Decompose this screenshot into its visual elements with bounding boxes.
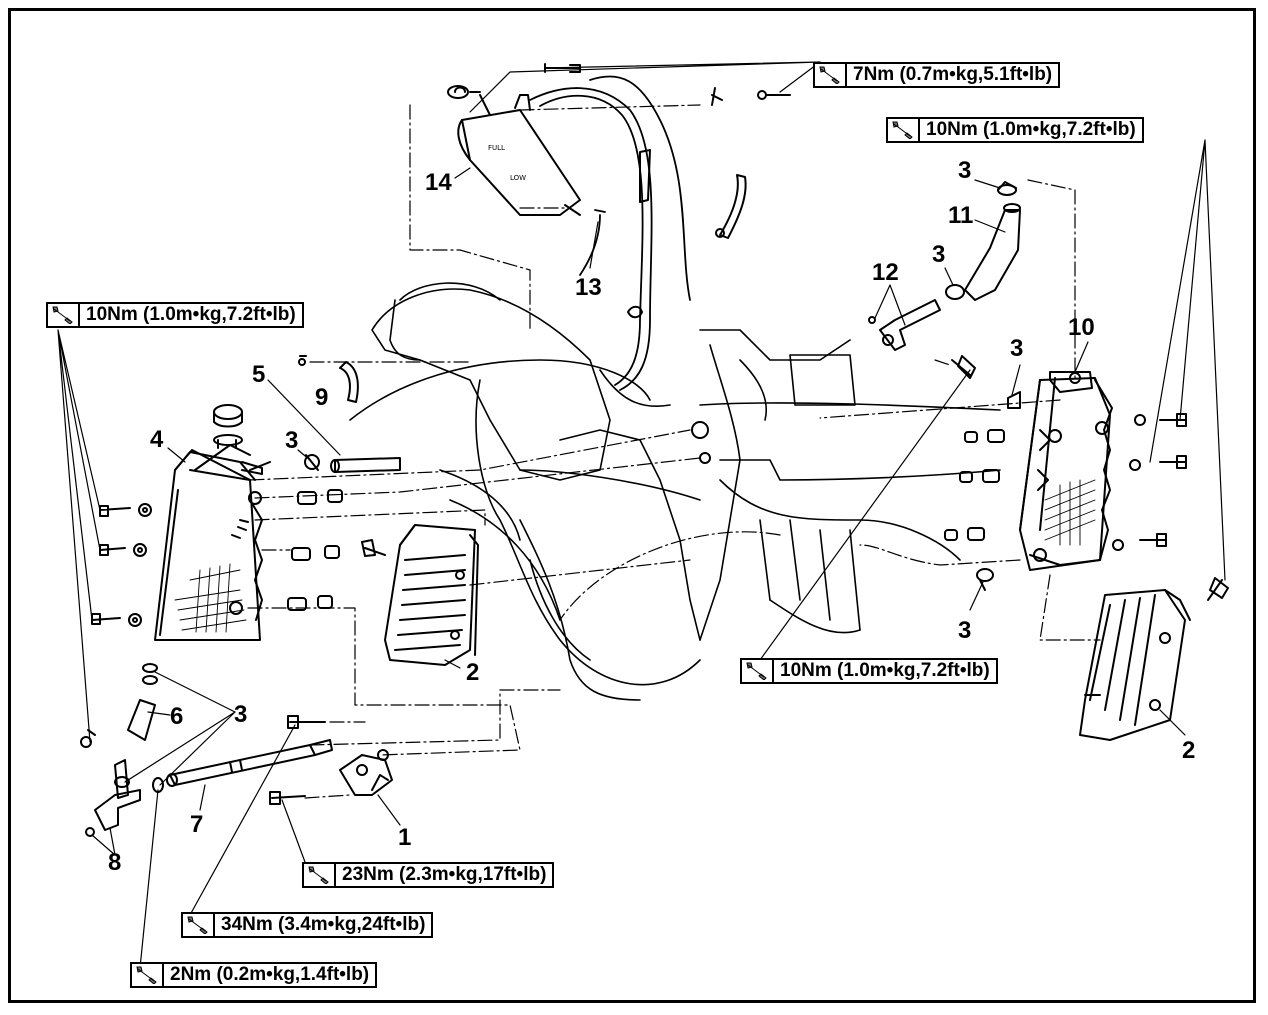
callout-2: 2 (1182, 737, 1195, 764)
frame-outline (349, 282, 1001, 701)
breather-hose-9 (298, 355, 359, 403)
torque-value: 34Nm (3.4m•kg,24ft•lb) (221, 914, 426, 935)
callout-11: 11 (948, 202, 973, 229)
callout-10: 10 (1068, 314, 1095, 341)
diagram-frame (8, 8, 1256, 1003)
left-radiator-guard (384, 524, 479, 666)
callout-3: 3 (958, 617, 971, 644)
water-pump-joint-8 (80, 729, 141, 837)
callout-3: 3 (932, 241, 945, 268)
radiator-core-hatch (174, 563, 247, 633)
coolant-reservoir-tank (447, 85, 581, 216)
torque-spec-box: 2Nm (0.2m•kg,1.4ft•lb) (130, 962, 378, 988)
wrench-icon (815, 64, 847, 86)
wrench-icon (888, 119, 920, 141)
callout-2: 2 (466, 659, 479, 686)
callout-5: 5 (252, 361, 265, 388)
wrench-icon (742, 660, 774, 682)
torque-spec-box: 34Nm (3.4m•kg,24ft•lb) (181, 912, 434, 938)
hose-clamp (114, 181, 1021, 793)
bracket-1 (339, 749, 393, 796)
callout-8: 8 (108, 849, 121, 876)
bolt (91, 86, 1229, 805)
radiator-hose-5 (330, 457, 401, 473)
callout-3: 3 (285, 427, 298, 454)
right-radiator (1019, 371, 1113, 571)
callout-14: 14 (425, 169, 452, 196)
torque-value: 10Nm (1.0m•kg,7.2ft•lb) (780, 660, 990, 681)
left-radiator (154, 404, 271, 641)
torque-value: 10Nm (1.0m•kg,7.2ft•lb) (86, 304, 296, 325)
torque-spec-box: 23Nm (2.3m•kg,17ft•lb) (302, 862, 555, 888)
callout-7: 7 (190, 811, 203, 838)
callout-1: 1 (398, 824, 411, 851)
wrench-icon (48, 304, 80, 326)
hose-clip (544, 63, 791, 319)
right-radiator-guard (1079, 589, 1191, 741)
radiator-core-hatch (1044, 479, 1096, 546)
torque-spec-box: 10Nm (1.0m•kg,7.2ft•lb) (740, 658, 998, 684)
callout-6: 6 (170, 703, 183, 730)
torque-value: 7Nm (0.7m•kg,5.1ft•lb) (853, 64, 1053, 85)
radiator-pipe-7 (166, 739, 333, 787)
callout-9: 9 (315, 384, 328, 411)
callout-3: 3 (958, 157, 971, 184)
reservoir-hose (529, 75, 691, 391)
callout-4: 4 (150, 426, 164, 453)
wrench-icon (304, 864, 336, 886)
assembly-dash-lines (247, 104, 1101, 799)
tank-low-mark: LOW (510, 174, 526, 182)
wrench-icon (132, 964, 164, 986)
torque-value: 10Nm (1.0m•kg,7.2ft•lb) (926, 119, 1136, 140)
torque-spec-box: 7Nm (0.7m•kg,5.1ft•lb) (813, 62, 1061, 88)
tank-full-mark: FULL (488, 144, 505, 152)
radiator-hose-11 (964, 203, 1021, 301)
callout-13: 13 (575, 274, 602, 301)
torque-value: 2Nm (0.2m•kg,1.4ft•lb) (170, 964, 370, 985)
torque-spec-box: 10Nm (1.0m•kg,7.2ft•lb) (46, 302, 304, 328)
callout-3: 3 (234, 701, 247, 728)
torque-value: 23Nm (2.3m•kg,17ft•lb) (342, 864, 547, 885)
callout-12: 12 (872, 259, 899, 286)
wrench-icon (183, 914, 215, 936)
radiator-hose-6 (127, 675, 158, 741)
torque-spec-box: 10Nm (1.0m•kg,7.2ft•lb) (886, 117, 1144, 143)
callout-3: 3 (1010, 335, 1023, 362)
leader-lines (57, 61, 1226, 969)
